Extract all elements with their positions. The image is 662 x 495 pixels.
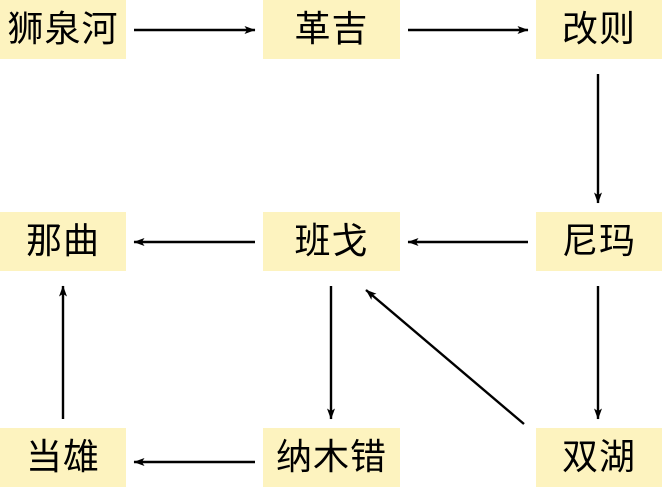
node-nyima[interactable]: 尼玛 <box>536 212 662 271</box>
node-shiquanhe[interactable]: 狮泉河 <box>0 0 126 59</box>
node-bango[interactable]: 班戈 <box>263 212 400 271</box>
node-geji[interactable]: 革吉 <box>263 0 400 59</box>
node-gaize[interactable]: 改则 <box>536 0 662 59</box>
arrow-shuanghu-to-bango <box>365 289 525 425</box>
node-damxung[interactable]: 当雄 <box>0 428 126 487</box>
node-nagqu[interactable]: 那曲 <box>0 212 126 271</box>
node-shuanghu[interactable]: 双湖 <box>536 428 662 487</box>
node-namtso[interactable]: 纳木错 <box>263 428 400 487</box>
